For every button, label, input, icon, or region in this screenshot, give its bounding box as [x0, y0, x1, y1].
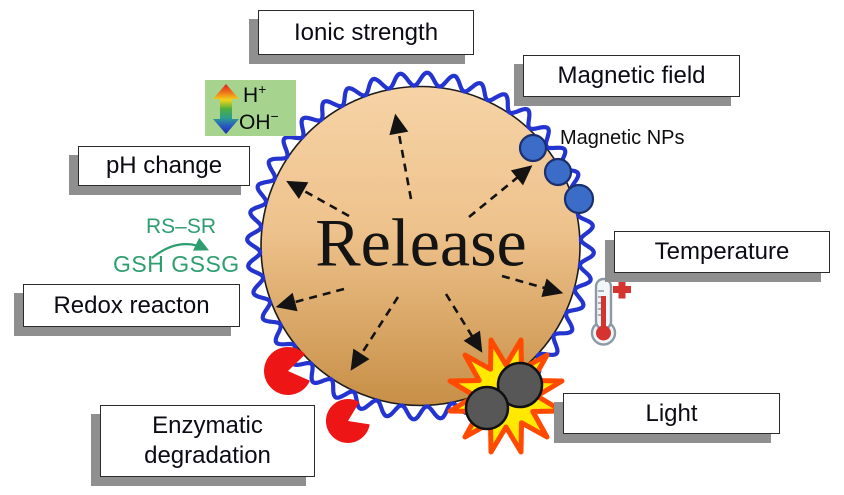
magnetic-nps-caption: Magnetic NPs [560, 127, 685, 149]
drug-particle-icon [496, 361, 544, 409]
ph-gradient-arrow-icon [213, 84, 239, 134]
magnetic-np-cluster [518, 133, 595, 215]
label-temperature: Temperature [614, 231, 830, 273]
release-arrow-upper-left [286, 180, 350, 218]
release-arrows [275, 113, 564, 371]
gsh-gssg-arrow-icon [151, 237, 209, 259]
drug-particle-icon [464, 385, 510, 431]
enzyme-group [264, 346, 370, 443]
light-burst-group [447, 337, 565, 455]
label-redox-reaction: Redox reacton [23, 284, 240, 327]
magnetic-np-icon [563, 183, 595, 215]
disulfide-caption: RS–SR [145, 215, 217, 238]
release-arrow-left [275, 287, 345, 312]
gsh-gssg-caption: GSH GSSG [113, 251, 240, 277]
magnetic-np-icon [543, 157, 573, 187]
base-label: OH− [239, 108, 279, 134]
release-title: Release [315, 204, 527, 281]
label-enzymatic-degradation: Enzymatic degradation [100, 405, 315, 477]
label-magnetic-field: Magnetic field [523, 55, 740, 97]
label-ionic-strength: Ionic strength [258, 10, 474, 55]
enzyme-pacman-icon [325, 398, 370, 443]
carrier-core [260, 85, 581, 407]
release-arrow-right [501, 274, 564, 298]
ph-indicator-box: H+ OH− [205, 80, 296, 136]
enzyme-pacman-icon [264, 346, 310, 395]
release-arrow-lower-right [444, 293, 483, 353]
heat-plus-icon [613, 280, 631, 299]
acid-label: H+ [243, 81, 267, 107]
label-ph-change: pH change [78, 146, 250, 186]
label-light: Light [563, 393, 780, 434]
thermometer-icon [590, 277, 631, 346]
magnetic-np-icon [518, 133, 548, 163]
